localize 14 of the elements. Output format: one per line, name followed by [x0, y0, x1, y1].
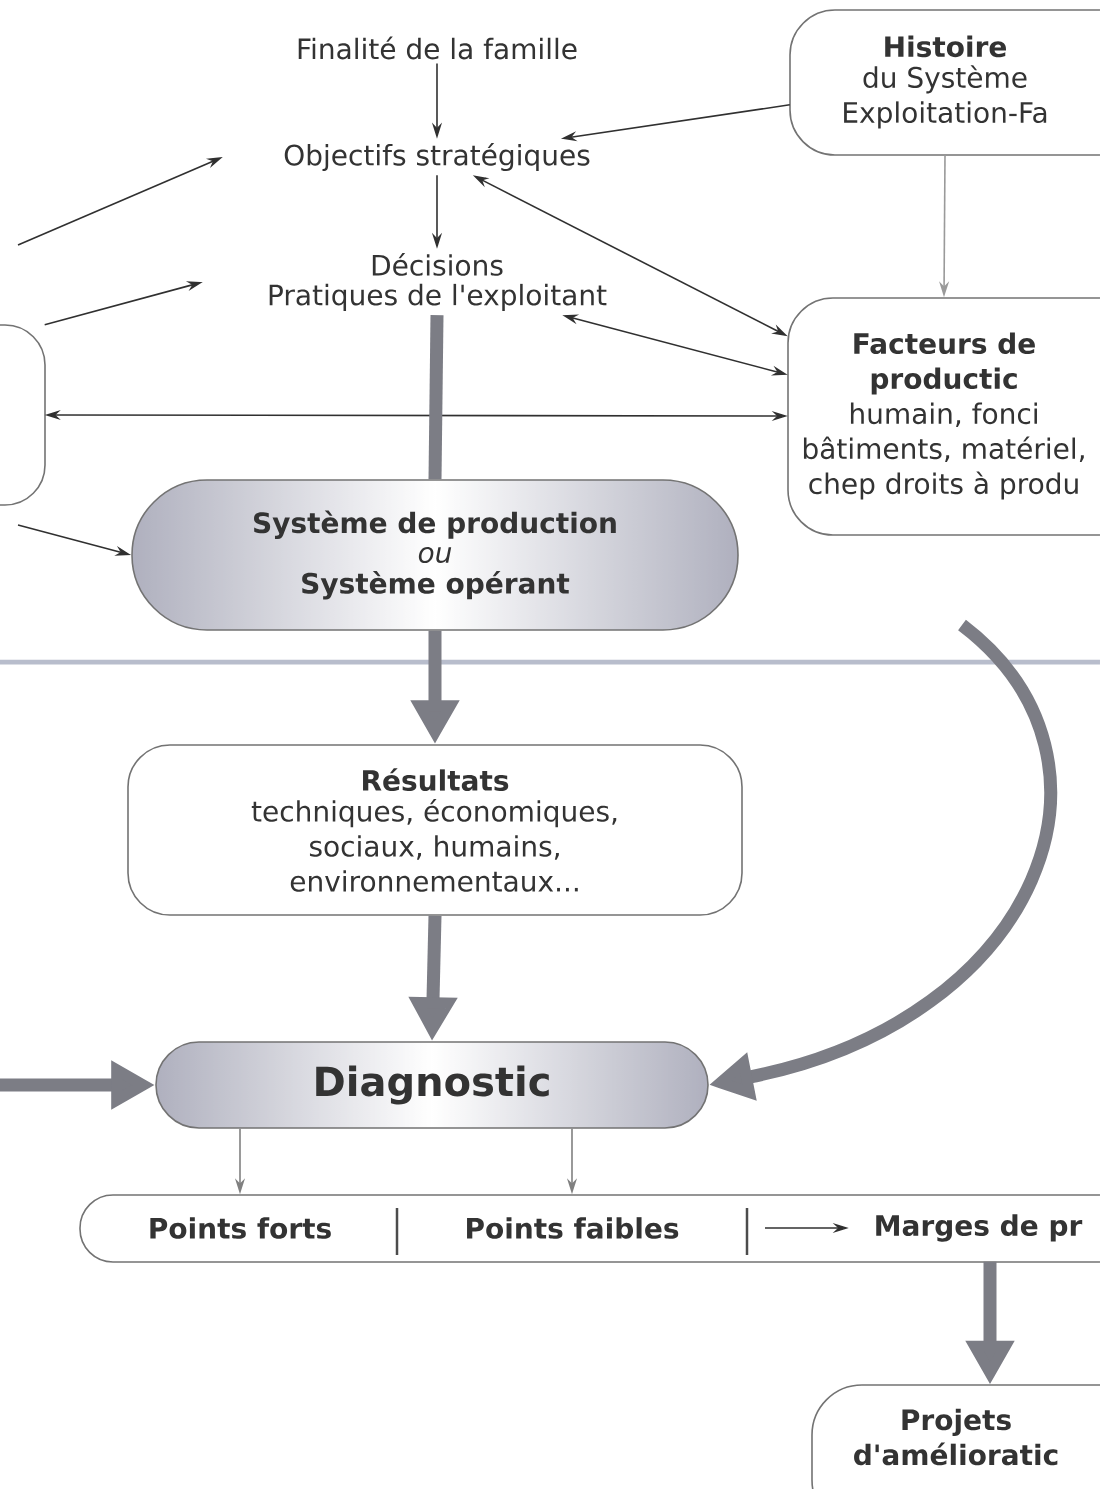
text-label: Décisions Pratiques de l'exploitant	[269, 253, 607, 311]
stadium-box: Système de production ou Système opérant	[131, 479, 739, 631]
rounded-band	[79, 1194, 1100, 1263]
band-text: Points faibles	[467, 1217, 679, 1239]
rounded-box: Histoire du Système Exploitation-Fa	[789, 9, 1100, 156]
rounded-box: Projets d'amélioratic	[811, 1384, 1100, 1489]
rounded-box: Résultats techniques, économiques, sociaux, humains, environnementaux...	[127, 744, 743, 916]
text-label: Objectifs stratégiques	[284, 142, 590, 172]
stadium-box: Diagnostic	[155, 1041, 709, 1129]
text-label: Finalité de la famille	[298, 36, 577, 60]
band-text: Points forts	[150, 1217, 331, 1239]
rounded-box: Facteurs de productic humain, fonci bâtiments, matériel, chep droits à produ	[787, 297, 1100, 536]
rounded-box	[0, 324, 46, 506]
band-text: Marges de pr	[876, 1214, 1083, 1242]
